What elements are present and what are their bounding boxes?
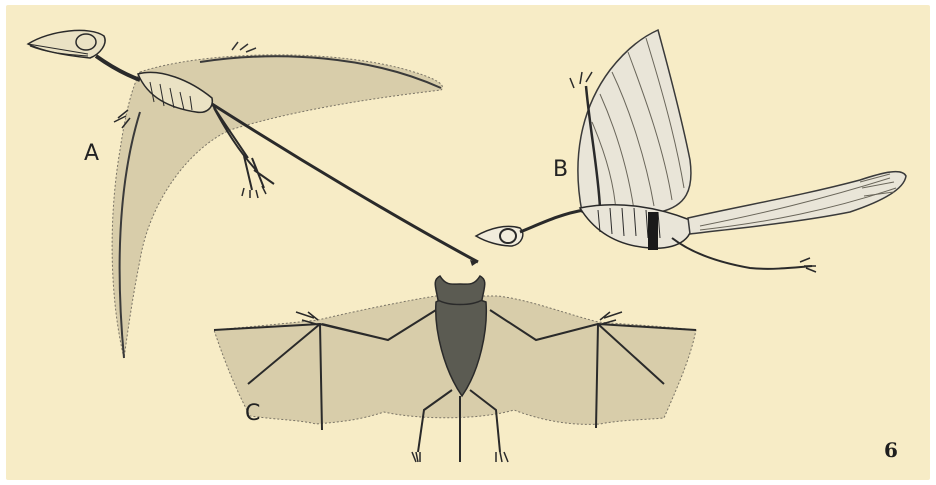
label-c: C (245, 403, 260, 425)
figure-number: 6 (884, 438, 898, 462)
bat-illustration (214, 276, 696, 462)
bird-wing (578, 30, 691, 215)
pterosaur-tail (212, 104, 478, 262)
bird-illustration (476, 30, 906, 272)
label-a: A (84, 143, 99, 165)
bat-head (435, 276, 485, 305)
bird-tail (688, 172, 906, 234)
label-b: B (553, 159, 568, 181)
